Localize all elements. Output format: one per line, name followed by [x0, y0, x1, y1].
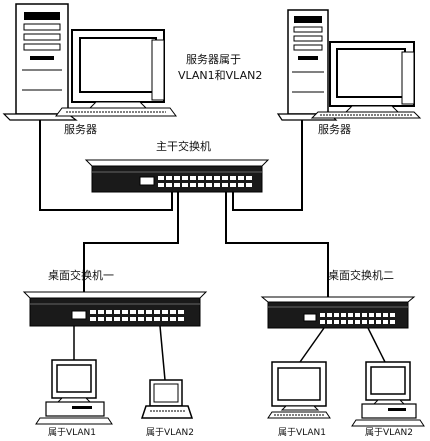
desk-switch-1-label: 桌面交换机一: [48, 269, 114, 282]
link-desk2-client3: [299, 327, 325, 363]
link-server-right-core: [232, 118, 303, 211]
server-left: [2, 3, 177, 121]
server-note-line2: VLAN1和VLAN2: [178, 69, 263, 82]
connection-lines: [39, 118, 386, 381]
client-pc-1: [35, 359, 113, 425]
server-right: [276, 9, 422, 121]
client-pc-3: [267, 361, 331, 419]
core-switch-label: 主干交换机: [156, 140, 211, 153]
client-1-label: 属于VLAN1: [48, 428, 96, 438]
link-desk1-client2: [159, 325, 166, 381]
link-core-desk2: [225, 192, 329, 297]
link-core-desk1: [83, 192, 179, 292]
client-3-label: 属于VLAN1: [278, 428, 326, 438]
client-laptop-2: [140, 379, 194, 419]
server-left-label: 服务器: [64, 123, 97, 136]
desk-switch-1: [22, 291, 208, 327]
link-desk2-client4: [367, 327, 386, 363]
server-right-label: 服务器: [318, 123, 351, 136]
client-2-label: 属于VLAN2: [146, 428, 194, 438]
desk-switch-2: [260, 296, 416, 329]
server-note-line1: 服务器属于: [186, 53, 241, 66]
client-pc-4: [351, 361, 425, 427]
core-switch: [84, 159, 270, 193]
link-server-left-core: [39, 118, 173, 211]
desk-switch-2-label: 桌面交换机二: [328, 269, 394, 282]
client-4-label: 属于VLAN2: [365, 428, 413, 438]
